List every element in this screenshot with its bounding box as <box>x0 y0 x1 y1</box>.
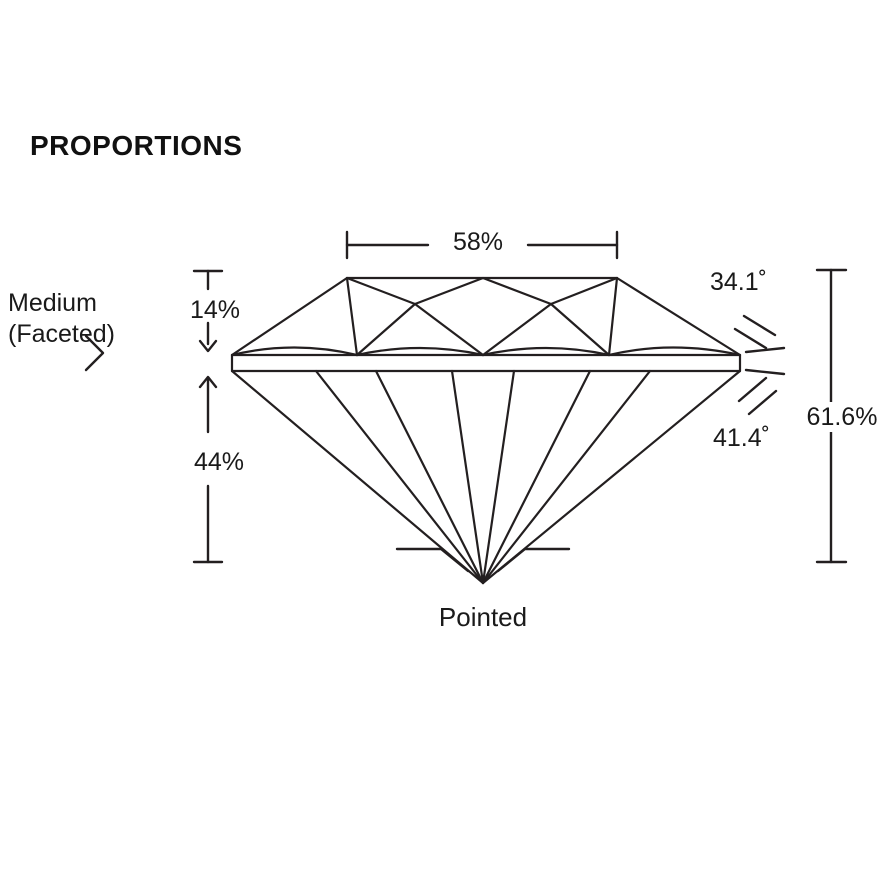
crown-angle-label: 34.1˚ <box>710 268 767 296</box>
girdle-edge-ticks <box>744 346 786 376</box>
girdle-band <box>230 353 742 373</box>
pavilion-depth-label: 44% <box>194 448 245 476</box>
crown-facets <box>230 276 742 357</box>
girdle-pointer <box>84 334 105 372</box>
culet-bracket <box>395 547 571 573</box>
girdle-thickness-label: Medium (Faceted) <box>8 288 115 350</box>
pavilion-angle-ticks <box>737 376 778 416</box>
pavilion-angle-label: 41.4˚ <box>713 424 770 452</box>
table-width-label: 58% <box>452 228 504 256</box>
girdle-thickness-label-line2: (Faceted) <box>8 320 115 348</box>
total-depth-label: 61.6% <box>802 402 882 432</box>
crown-angle-ticks <box>733 314 777 350</box>
page-title: PROPORTIONS <box>30 130 243 161</box>
pavilion-facets <box>314 369 652 585</box>
diamond-outline <box>230 276 742 585</box>
culet-label: Pointed <box>438 602 528 632</box>
pavilion-depth-dimension <box>192 375 224 564</box>
crown-height-dimension <box>192 269 224 353</box>
table-width-dimension <box>345 230 619 260</box>
girdle-thickness-label-line1: Medium <box>8 289 97 317</box>
crown-height-label: 14% <box>190 296 241 324</box>
